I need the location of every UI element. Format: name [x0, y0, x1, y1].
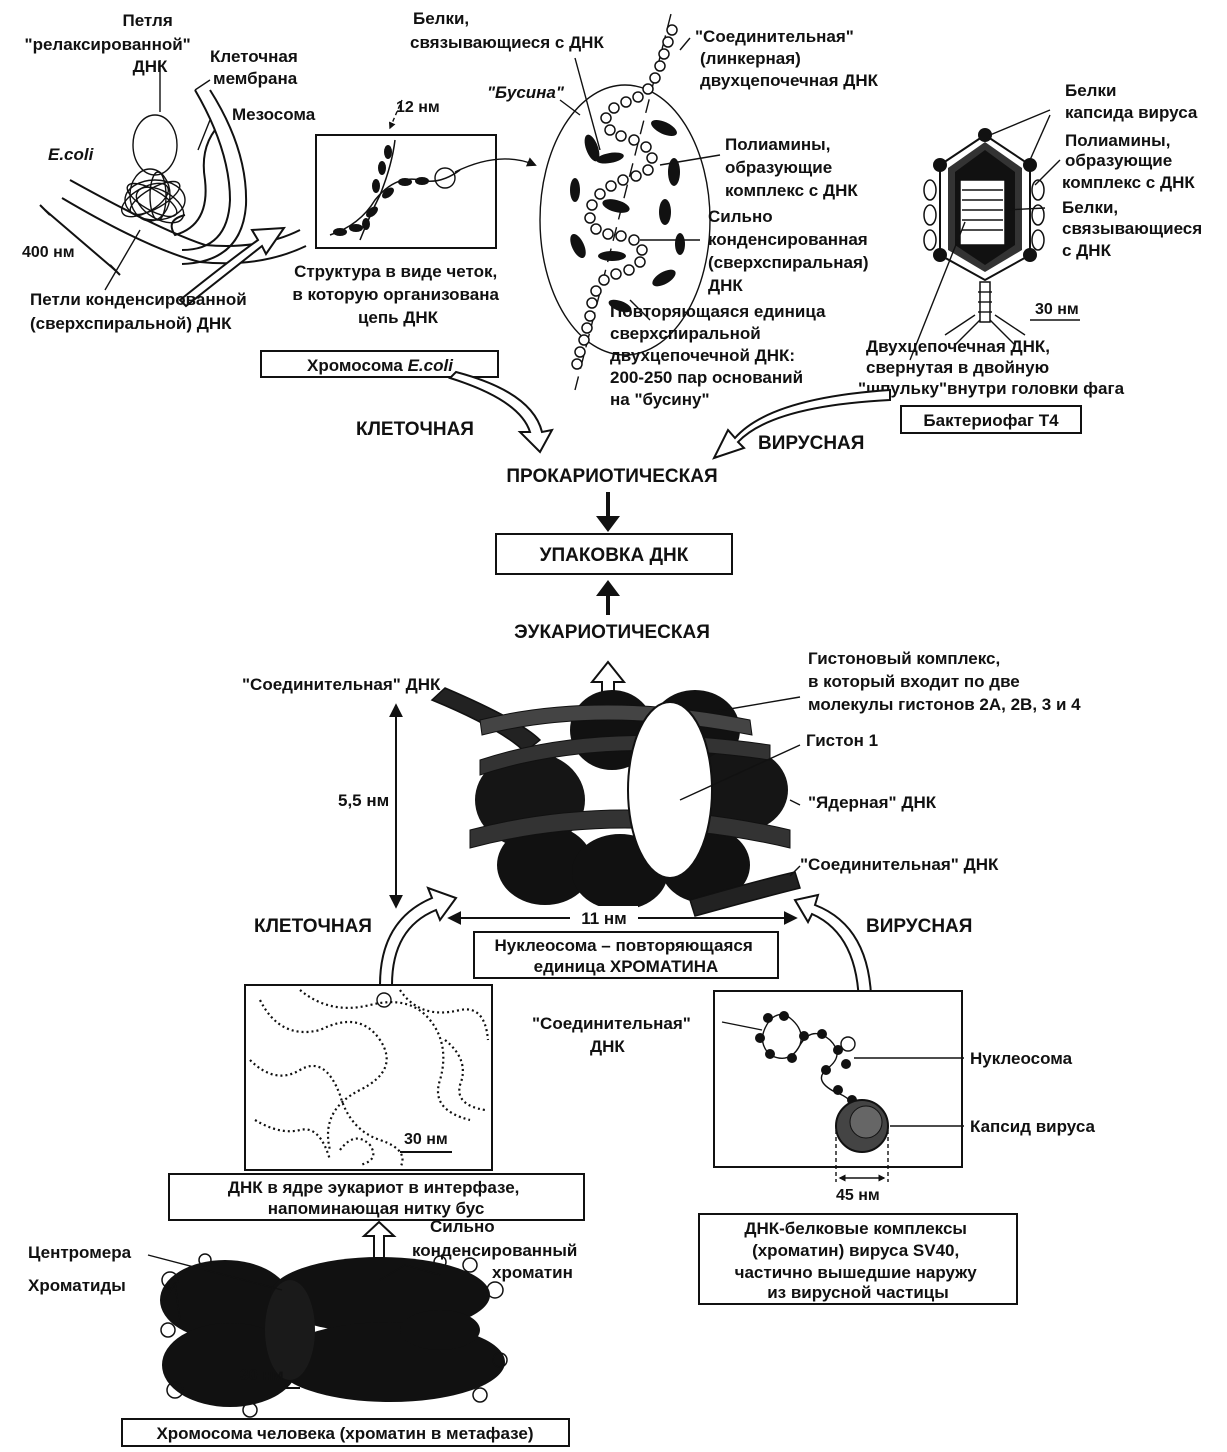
- phage-head-drawing: [923, 128, 1045, 346]
- ecoli-to-beads-arrow: [178, 226, 286, 308]
- packaging-flow: КЛЕТОЧНАЯ ВИРУСНАЯ ПРОКАРИОТИЧЕСКАЯ УПАК…: [356, 370, 891, 706]
- interphase-frame: [244, 984, 493, 1171]
- cellular-top-arrow: [448, 370, 554, 454]
- phage-caption-box: [900, 405, 1082, 434]
- beads-magnify-circle: [434, 167, 456, 189]
- ecoli-caption-box: [260, 350, 499, 378]
- ecoli-loop-relaxed-label: Петля "релаксированной" ДНК: [25, 11, 196, 76]
- sv40-capsid-label: Капсид вируса: [970, 1117, 1095, 1136]
- phage-panel: Белки капсида вируса Полиамины, образующ…: [858, 81, 1207, 434]
- bead-detail-bead-label: "Бусина": [487, 83, 565, 102]
- bead-detail-dna-chain: [571, 24, 678, 370]
- ecoli-scale-label: 400 нм: [22, 244, 75, 261]
- metaphase-scale-label: 30 нм: [240, 1367, 284, 1384]
- ecoli-panel: Петля "релаксированной" ДНК Клеточная ме…: [22, 11, 499, 378]
- metaphase-caption-box: [121, 1418, 570, 1447]
- histone-1-shape: [627, 701, 713, 879]
- bead-detail-repeat-label: Повторяющаяся единица сверхспиральной дв…: [610, 302, 830, 409]
- interphase-panel: 30 нм ДНК в ядре эукариот в интерфазе, н…: [168, 984, 585, 1259]
- beads-caption: Структура в виде четок, в которую органи…: [292, 262, 503, 327]
- packaging-box: [495, 533, 733, 575]
- nucleosome-width-label: 11 нм: [581, 909, 627, 928]
- sv40-frame: [713, 990, 963, 1168]
- packaging-title: УПАКОВКА ДНК: [540, 545, 689, 566]
- phage-scale-label: 30 нм: [1035, 301, 1079, 318]
- bead-detail-panel: Белки, связывающиеся с ДНК "Соединительн…: [410, 9, 879, 409]
- cellular-bottom-arrow: [378, 886, 458, 986]
- ecoli-membrane-label: Клеточная мембрана: [210, 47, 303, 88]
- histone-1-label: Гистон 1: [806, 731, 878, 750]
- viral-top-label: ВИРУСНАЯ: [758, 433, 864, 454]
- nucleosome-linker-bottom-label: "Соединительная" ДНК: [800, 855, 999, 874]
- beads-panel: 12 нм Структура в виде четок, в которую …: [292, 99, 537, 327]
- sv40-nucleosome-label: Нуклеосома: [970, 1049, 1073, 1068]
- cellular-bottom-label: КЛЕТОЧНАЯ: [254, 916, 372, 937]
- prokaryotic-label: ПРОКАРИОТИЧЕСКАЯ: [506, 466, 717, 487]
- beads-string: [333, 145, 429, 236]
- eukaryotic-up-arrow: [596, 580, 620, 596]
- prokaryotic-down-arrow: [596, 516, 620, 532]
- metaphase-chromosome-drawing: [160, 1253, 508, 1418]
- interphase-caption-box: [168, 1173, 585, 1221]
- phage-caption: Бактериофаг Т4: [923, 411, 1059, 430]
- ecoli-scale-bar: [44, 209, 116, 271]
- nucleosome-panel: 11 нм 5,5 нм "Соединительная" ДНК Гистон…: [242, 649, 1081, 1033]
- ecoli-mesosome-label: Мезосома: [232, 105, 316, 124]
- sv40-linker-label: "Соединительная" ДНК: [532, 1014, 696, 1056]
- bead-detail-polyamines-label: Полиамины, образующие комплекс с ДНК: [725, 135, 858, 200]
- bead-detail-condensed-label: Сильно конденсированная (сверхспиральная…: [708, 207, 873, 295]
- metaphase-caption: Хромосома человека (хроматин в метафазе): [156, 1424, 533, 1443]
- sv40-nucleosomes: [755, 1011, 857, 1105]
- phage-binding-proteins-label: Белки, связывающиеся с ДНК: [1062, 198, 1207, 260]
- bead-detail-proteins-label: Белки, связывающиеся с ДНК: [410, 9, 604, 52]
- nucleosome-caption-box: [473, 931, 779, 979]
- metaphase-up-arrow: [361, 1220, 397, 1259]
- centromere-label: Центромера: [28, 1243, 132, 1262]
- phage-capsid-proteins-label: Белки капсида вируса: [1065, 81, 1198, 122]
- ecoli-cell-drawing: [39, 60, 307, 308]
- sv40-caption-box: [698, 1213, 1018, 1305]
- sv40-scale-label: 45 нм: [836, 1187, 880, 1204]
- chromatids-label: Хроматиды: [28, 1276, 126, 1295]
- phage-dna-note: Двухцепочечная ДНК, свернутая в двойную …: [858, 337, 1125, 398]
- nucleosome-caption: Нуклеосома – повторяющаяся единица ХРОМА…: [495, 936, 758, 976]
- sv40-panel: "Соединительная" ДНК Нуклеосома Капсид в…: [532, 990, 1095, 1305]
- interphase-caption: ДНК в ядре эукариот в интерфазе, напомин…: [228, 1178, 524, 1218]
- phage-polyamines-label: Полиамины, образующие комплекс с ДНК: [1062, 131, 1195, 192]
- histone-complex-label: Гистоновый комплекс, в который входит по…: [808, 649, 1081, 714]
- beads-scale-label: 12 нм: [396, 99, 440, 116]
- ecoli-condensed-loops: [120, 168, 186, 224]
- bead-detail-proteins: [570, 119, 685, 313]
- metaphase-condensed-label: Сильно конденсированный хроматин: [412, 1217, 582, 1282]
- interphase-bead-strings: [249, 989, 490, 1169]
- beads-to-detail-arrow: [454, 157, 537, 173]
- cellular-top-label: КЛЕТОЧНАЯ: [356, 419, 474, 440]
- metaphase-panel: 30 нм Центромера Хроматиды Сильно конден…: [28, 1217, 582, 1447]
- interphase-scale-label: 30 нм: [404, 1131, 448, 1148]
- bead-detail-linker-label: "Соединительная" (линкерная) двухцепочеч…: [695, 27, 879, 90]
- beads-frame: [315, 134, 497, 249]
- ecoli-loops-condensed-label: Петли конденсированной (сверхспиральной)…: [30, 290, 251, 333]
- sv40-caption: ДНК-белковые комплексы (хроматин) вируса…: [735, 1219, 982, 1302]
- eukaryotic-label: ЭУКАРИОТИЧЕСКАЯ: [514, 622, 710, 643]
- bead-detail-outline: [539, 84, 711, 356]
- core-dna-label: "Ядерная" ДНК: [808, 793, 937, 812]
- ecoli-species-label: E.coli: [48, 145, 95, 164]
- viral-bottom-label: ВИРУСНАЯ: [866, 916, 972, 937]
- ecoli-caption: Хромосома E.coli: [307, 356, 454, 375]
- nucleosome-drawing: [430, 687, 801, 917]
- nucleosome-height-label: 5,5 нм: [338, 791, 389, 810]
- viral-top-arrow: [712, 388, 891, 460]
- nucleosome-linker-top-label: "Соединительная" ДНК: [242, 675, 441, 694]
